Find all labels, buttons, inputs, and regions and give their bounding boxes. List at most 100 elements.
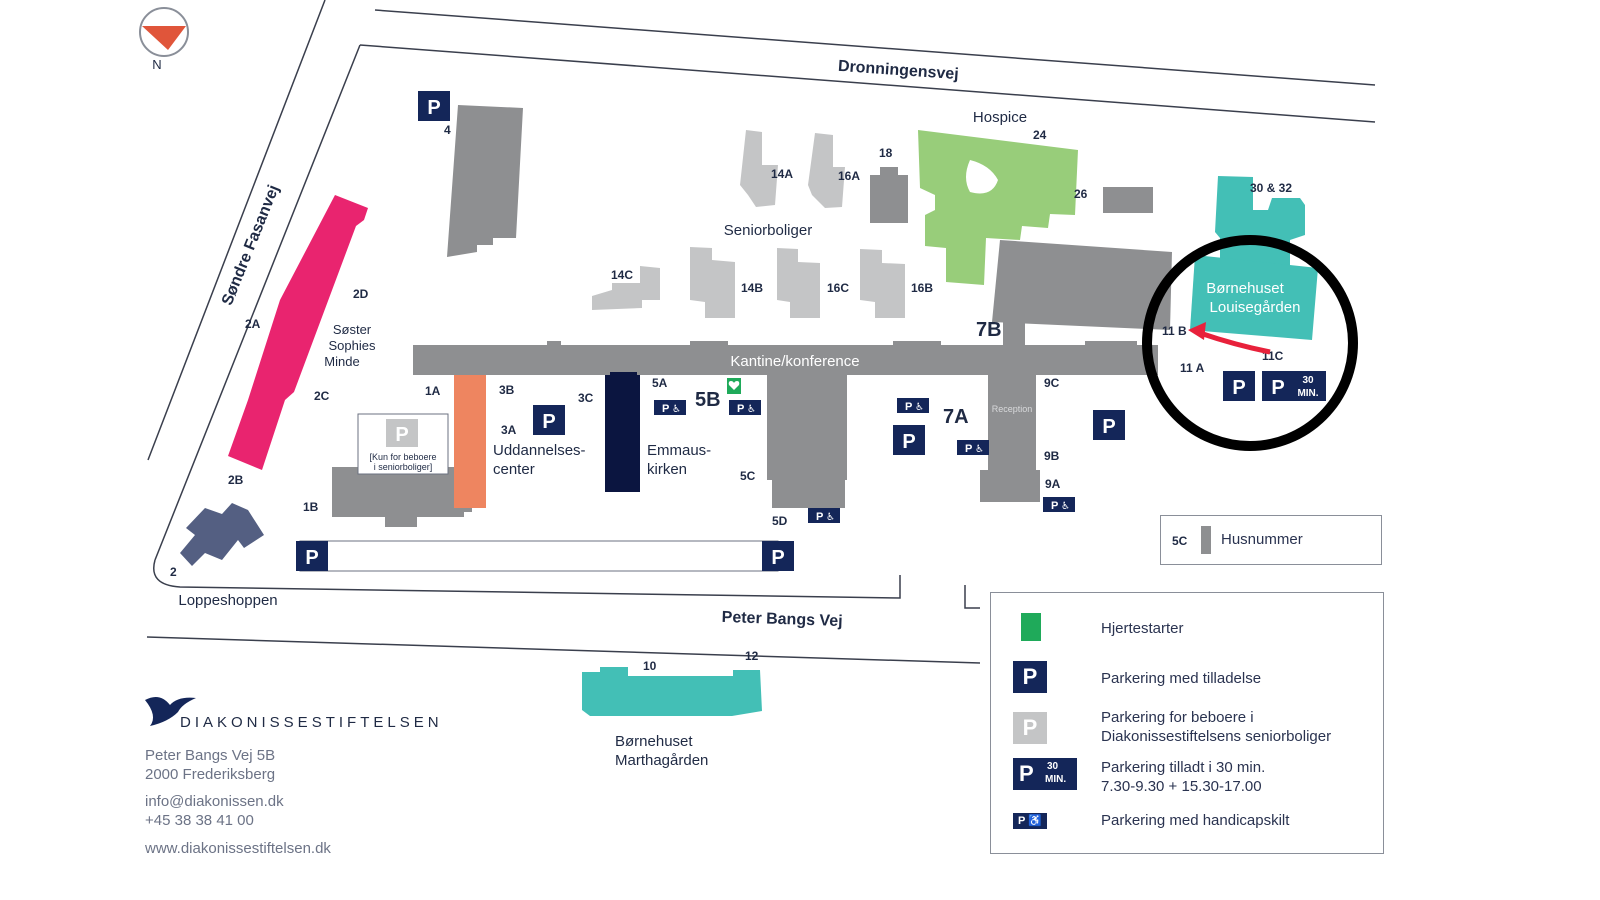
- svg-text:P: P: [816, 511, 823, 523]
- parking-sign: P: [1093, 410, 1125, 440]
- road-dronningensvej: Dronningensvej: [837, 58, 959, 83]
- svg-text:P: P: [662, 403, 669, 415]
- house-number: 7A: [943, 406, 969, 428]
- hospice-building: [918, 130, 1078, 285]
- heart-starter-icon: [727, 378, 741, 394]
- resident-parking-icon: P: [1013, 712, 1047, 744]
- parking-30min-icon: P 30 MIN.: [1013, 758, 1077, 790]
- label-loppeshoppen: Loppeshoppen: [178, 592, 277, 609]
- husnummer-label: Husnummer: [1221, 531, 1303, 548]
- parking-sign: P: [1223, 371, 1255, 401]
- house-number: 9A: [1045, 477, 1061, 491]
- org-phone[interactable]: +45 38 38 41 00: [145, 812, 254, 829]
- label-soster-3: Minde: [324, 354, 359, 369]
- resident-parking-note-1: [Kun for beboere: [369, 452, 436, 462]
- house-number: 16B: [911, 281, 933, 295]
- house-number: 14A: [771, 167, 793, 181]
- legend-label-beboere-2: Diakonissestiftelsens seniorboliger: [1101, 728, 1332, 745]
- house-number: 5C: [740, 469, 756, 483]
- road-outlines: [146, 0, 1376, 664]
- highlight-ring: [1142, 235, 1358, 451]
- label-marthagarden-1: Børnehuset: [615, 733, 693, 750]
- label-seniorboliger: Seniorboliger: [724, 222, 812, 239]
- house-number: 11 A: [1180, 361, 1205, 375]
- house-number: 2: [170, 565, 177, 579]
- house-number: 10: [643, 659, 657, 673]
- svg-text:P: P: [1102, 416, 1115, 438]
- soster-sophies-minde-building: [228, 195, 368, 470]
- house-number: 5B: [695, 389, 721, 411]
- road-peter-bangs-vej: Peter Bangs Vej: [721, 609, 842, 630]
- compass-label: N: [152, 57, 161, 72]
- house-number: 2A: [245, 317, 261, 331]
- org-address-1: Peter Bangs Vej 5B: [145, 747, 276, 764]
- road-sondre-fasanvej: Søndre Fasanvej: [219, 183, 283, 308]
- svg-text:P: P: [305, 547, 318, 569]
- parking-sign: P: [893, 425, 925, 455]
- legend-label-handicap: Parkering med handicapskilt: [1101, 812, 1290, 829]
- compass-icon: [139, 7, 189, 57]
- legend-label-30min-2: 7.30-9.30 + 15.30-17.00: [1101, 778, 1262, 795]
- label-hospice: Hospice: [973, 109, 1027, 126]
- map-legend: Hjertestarter P Parkering med tilladelse…: [990, 592, 1384, 854]
- label-soster-1: Søster: [333, 322, 372, 337]
- org-website[interactable]: www.diakonissestiftelsen.dk: [145, 840, 331, 857]
- label-reception: Reception: [992, 404, 1033, 414]
- svg-text:P: P: [1232, 377, 1245, 399]
- grey-buildings: [332, 105, 1172, 527]
- org-email[interactable]: info@diakonissen.dk: [145, 793, 284, 810]
- arrow-head-icon: [1188, 322, 1206, 340]
- legend-label-30min-1: Parkering tilladt i 30 min.: [1101, 759, 1266, 776]
- house-number: 1A: [425, 384, 441, 398]
- parking-sign: P: [533, 405, 565, 435]
- house-number: 3B: [499, 383, 515, 397]
- svg-text:P: P: [427, 97, 440, 119]
- uddannelsescenter-building: [454, 375, 486, 508]
- org-name: DIAKONISSESTIFTELSEN: [180, 714, 443, 731]
- svg-text:♿: ♿: [1061, 501, 1070, 512]
- house-numbers: 4 14A 16A 18 24 26 30 & 32 14C 14B 16C 1…: [170, 123, 1292, 673]
- emmauskirken-building: [605, 375, 640, 492]
- label-kantine: Kantine/konference: [730, 353, 859, 370]
- handicap-parking-sign: P♿: [654, 400, 686, 415]
- svg-text:P: P: [737, 403, 744, 415]
- parking-sign: P: [762, 541, 794, 571]
- resident-parking-note-2: i seniorboliger]: [374, 462, 433, 472]
- label-uddannelse-1: Uddannelses-: [493, 442, 586, 459]
- handicap-parking-sign: P♿: [808, 508, 840, 523]
- parking-sign: P: [418, 91, 450, 121]
- label-louisegarden-2: Louisegården: [1210, 299, 1301, 316]
- legend-label-hjertestarter: Hjertestarter: [1101, 620, 1184, 637]
- label-emmaus-1: Emmaus-: [647, 442, 711, 459]
- house-number: 14B: [741, 281, 763, 295]
- house-number: 3A: [501, 423, 517, 437]
- house-number: 3C: [578, 391, 594, 405]
- senior-housing-buildings: [592, 130, 905, 318]
- resident-parking-sign: P: [357, 413, 449, 475]
- svg-text:♿: ♿: [672, 404, 681, 415]
- parking-strip: [299, 540, 779, 572]
- house-number: 9B: [1044, 449, 1060, 463]
- label-emmaus-2: kirken: [647, 461, 687, 478]
- parking-signs: P P P P P P P P 30 MIN.: [296, 91, 1326, 571]
- house-number: 30 & 32: [1250, 181, 1292, 195]
- emmauskirken-tower: [610, 372, 637, 378]
- house-number: 16A: [838, 169, 860, 183]
- svg-text:P: P: [1271, 377, 1284, 399]
- svg-text:♿: ♿: [826, 512, 835, 523]
- legend-label-beboere-1: Parkering for beboere i: [1101, 709, 1254, 726]
- house-number: 16C: [827, 281, 849, 295]
- org-address-2: 2000 Frederiksberg: [145, 766, 276, 783]
- house-number: 11 B: [1162, 324, 1187, 338]
- husnummer-legend-marker: 5C: [1172, 526, 1211, 554]
- svg-text:♿: ♿: [915, 402, 924, 413]
- svg-text:♿: ♿: [747, 404, 756, 415]
- handicap-parking-sign: P♿: [957, 440, 989, 455]
- house-number: 14C: [611, 268, 633, 282]
- label-uddannelse-2: center: [493, 461, 535, 478]
- house-number: 2B: [228, 473, 244, 487]
- svg-text:MIN.: MIN.: [1297, 388, 1318, 399]
- svg-text:30: 30: [1302, 375, 1314, 386]
- house-number: 2C: [314, 389, 330, 403]
